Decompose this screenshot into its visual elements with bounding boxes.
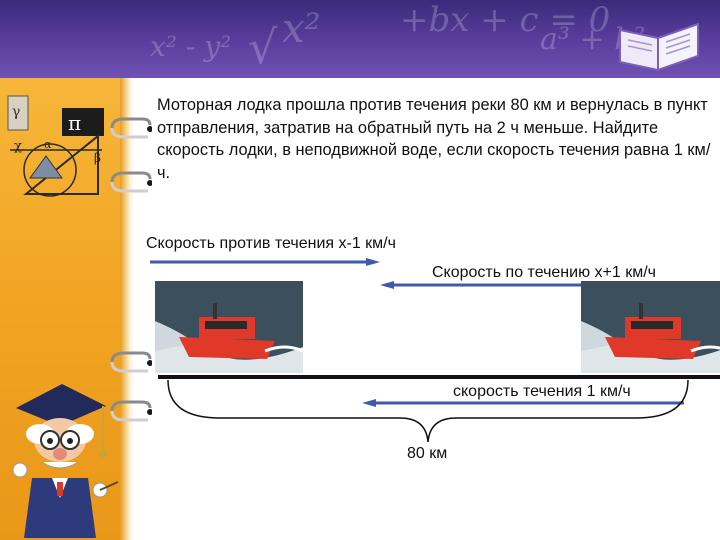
upstream-speed-label: Скорость против течения х-1 км/ч [146, 235, 396, 252]
professor-character [12, 384, 119, 538]
banner-formula: +bx + c = 0 [400, 0, 611, 40]
open-book-icon [619, 22, 699, 72]
header-banner: x² +bx + c = 0 √ a³ + b² x² - y² [0, 0, 720, 78]
chi-symbol: χ [14, 139, 22, 154]
geometry-icon: γ π χ α β [7, 95, 104, 197]
binder-ring-icon [110, 171, 152, 193]
beta-symbol: β [94, 151, 101, 165]
binder-ring-icon [110, 400, 152, 422]
banner-formula: x² [282, 6, 321, 52]
river-line [158, 375, 720, 379]
alpha-symbol: α [44, 138, 52, 151]
motor-boat-image [581, 281, 720, 373]
distance-label: 80 км [407, 445, 448, 462]
binder-ring-icon [110, 117, 152, 139]
motor-boat-image [155, 281, 303, 373]
sidebar-edge [120, 78, 134, 540]
banner-formula: √ [248, 20, 278, 74]
distance-brace [167, 379, 689, 443]
problem-statement: Моторная лодка прошла против течения рек… [157, 96, 711, 182]
current-speed-label: скорость течения 1 км/ч [453, 383, 631, 400]
pi-symbol: π [68, 111, 81, 135]
banner-formula: x² - y² [150, 30, 232, 63]
current-arrow-icon [362, 399, 684, 407]
downstream-speed-label: Скорость по течению х+1 км/ч [432, 264, 656, 281]
binder-ring-icon [110, 351, 152, 373]
upstream-arrow-icon [150, 258, 380, 266]
gamma-symbol: γ [12, 104, 20, 120]
